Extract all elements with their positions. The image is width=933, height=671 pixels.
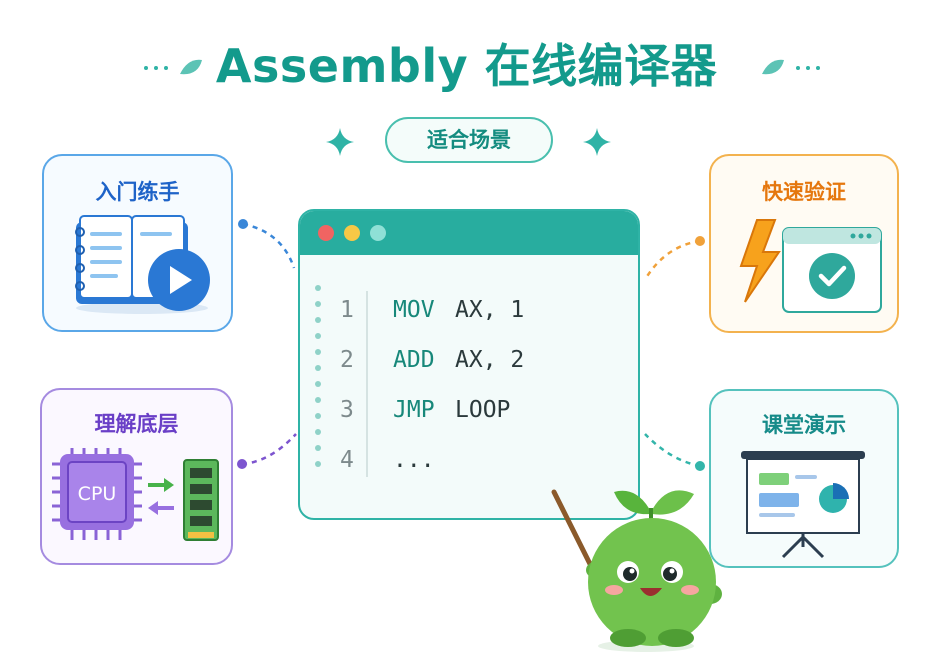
chip-label: CPU (78, 483, 117, 505)
code-line-1: 1 MOV AX, 1 (300, 297, 638, 337)
code-line-4: 4 ... (300, 447, 638, 487)
scene-card-label: 快速验证 (762, 180, 846, 204)
code-editor-window: 1 MOV AX, 1 2 ADD AX, 2 3 JMP LOOP 4 ... (298, 209, 640, 520)
code-line-3: 3 JMP LOOP (300, 397, 638, 437)
sparkle-icon-left (326, 128, 354, 156)
scene-card-low-level: 理解底层 CPU (40, 388, 233, 565)
window-minimize-dot (344, 225, 360, 241)
presentation-board-icon (741, 451, 865, 559)
line-number: 2 (340, 347, 354, 373)
title-ornament-right (762, 59, 820, 75)
sparkle-icon-right (583, 128, 611, 156)
cpu-memory-icon: CPU (52, 448, 219, 541)
scene-card-label: 理解底层 (94, 412, 179, 436)
code-divider (366, 291, 368, 477)
code-opcode: JMP (393, 397, 435, 423)
line-number: 4 (340, 447, 354, 473)
code-operands: AX, 1 (455, 297, 525, 323)
page-title: Assembly 在线编译器 (215, 39, 718, 93)
title-ornament-left (144, 59, 202, 75)
code-operands: AX, 2 (455, 347, 525, 373)
line-number: 1 (340, 297, 354, 323)
window-close-dot (318, 225, 334, 241)
scene-card-label: 课堂演示 (762, 413, 846, 437)
code-operands: LOOP (455, 397, 511, 423)
code-ellipsis: ... (393, 447, 435, 473)
code-opcode: ADD (393, 347, 435, 373)
code-line-2: 2 ADD AX, 2 (300, 347, 638, 387)
line-number: 3 (340, 397, 354, 423)
editor-title-bar (300, 211, 638, 255)
mascot-sprout-character (551, 489, 722, 652)
scenes-badge: 适合场景 (385, 117, 553, 163)
scene-card-label: 入门练手 (95, 180, 180, 204)
scene-card-beginner: 入门练手 (42, 154, 233, 332)
scene-card-classroom: 课堂演示 (709, 389, 899, 568)
lightning-check-icon (739, 219, 882, 313)
scene-card-verify: 快速验证 (709, 154, 899, 333)
code-opcode: MOV (393, 297, 435, 323)
book-play-icon (75, 215, 210, 314)
window-maximize-dot (370, 225, 386, 241)
